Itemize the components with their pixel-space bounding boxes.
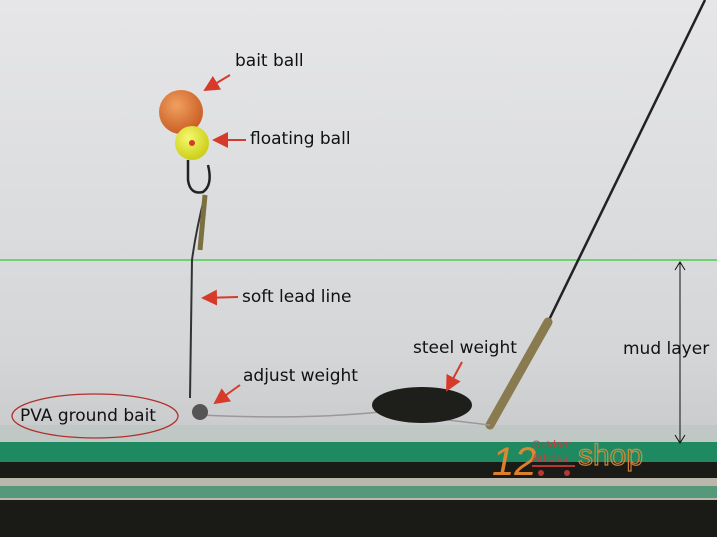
svg-text:Outdoor: Outdoor <box>532 439 572 451</box>
label-adjust-weight: adjust weight <box>243 366 358 386</box>
label-mud-layer: mud layer <box>623 339 710 359</box>
arrow-bait-ball <box>203 74 231 92</box>
label-soft-lead-line: soft lead line <box>242 287 352 307</box>
steel-weight <box>372 387 472 423</box>
adjust-weight <box>192 404 208 420</box>
svg-text:shop: shop <box>578 439 643 472</box>
arrow-soft-lead-line <box>201 289 239 306</box>
label-floating-ball: floating ball <box>250 129 351 149</box>
tail-rubber <box>485 317 553 430</box>
label-pva-ground-bait: PVA ground bait <box>20 406 156 426</box>
hook <box>186 160 211 194</box>
watermark-logo: 12 Outdoor Articles shop <box>492 438 644 484</box>
bait-ball <box>159 90 203 134</box>
label-bait-ball: bait ball <box>235 51 304 71</box>
svg-text:12: 12 <box>492 440 537 484</box>
arrow-steel-weight <box>446 361 463 392</box>
arrow-adjust-weight <box>213 384 241 405</box>
glass-edge <box>0 442 717 462</box>
main-line <box>546 0 707 323</box>
water-background <box>0 0 717 440</box>
pva-ellipse <box>11 393 179 439</box>
svg-text:Articles: Articles <box>532 452 569 464</box>
tank-floor <box>0 425 717 445</box>
label-steel-weight: steel weight <box>413 338 517 358</box>
